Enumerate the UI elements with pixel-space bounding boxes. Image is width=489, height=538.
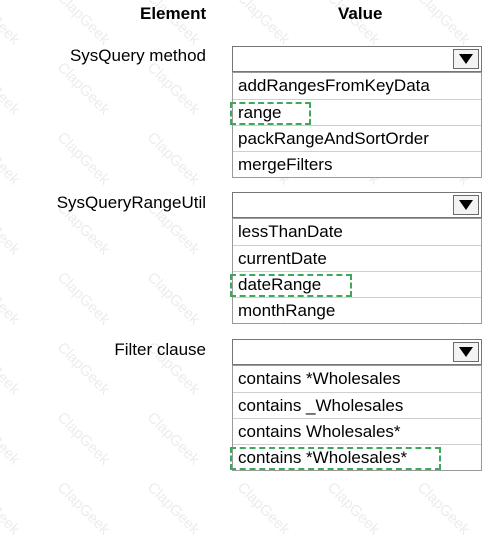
- watermark-text: ClapGeek: [53, 0, 113, 49]
- watermark-text: ClapGeek: [143, 128, 203, 189]
- option-monthrange[interactable]: monthRange: [233, 297, 481, 323]
- option-contains-star-wholesales[interactable]: contains *Wholesales: [238, 369, 401, 388]
- option-addrangesfromkeydata[interactable]: addRangesFromKeyData: [238, 76, 430, 95]
- watermark-text: ClapGeek: [53, 408, 113, 469]
- watermark-text: ClapGeek: [53, 268, 113, 329]
- sysquery-method-dropdown-button[interactable]: [453, 49, 479, 69]
- sysquery-method-options: addRangesFromKeyData range packRangeAndS…: [230, 72, 482, 178]
- sysqueryrangeutil-dropdown[interactable]: [232, 192, 482, 218]
- watermark-text: ClapGeek: [0, 128, 23, 189]
- watermark-text: ClapGeek: [413, 0, 473, 49]
- watermark-text: ClapGeek: [233, 478, 293, 538]
- watermark-text: ClapGeek: [0, 58, 23, 119]
- watermark-text: ClapGeek: [143, 478, 203, 538]
- watermark-text: ClapGeek: [143, 268, 203, 329]
- filter-clause-dropdown[interactable]: [232, 339, 482, 365]
- element-column-header: Element: [140, 4, 207, 23]
- watermark-text: ClapGeek: [53, 58, 113, 119]
- option-contains-wholesales-star[interactable]: contains Wholesales*: [233, 418, 481, 444]
- option-lessthandate[interactable]: lessThanDate: [238, 222, 343, 241]
- watermark-text: ClapGeek: [0, 338, 23, 399]
- sysquery-method-dropdown[interactable]: [232, 46, 482, 72]
- watermark-text: ClapGeek: [0, 0, 23, 49]
- option-contains-star-wholesales-star[interactable]: contains *Wholesales*: [230, 444, 481, 470]
- watermark-text: ClapGeek: [323, 478, 383, 538]
- watermark-text: ClapGeek: [0, 478, 23, 538]
- watermark-text: ClapGeek: [0, 268, 23, 329]
- option-contains-underscore-wholesales[interactable]: contains _Wholesales: [233, 392, 481, 418]
- filter-clause-dropdown-button[interactable]: [453, 342, 479, 362]
- watermark-text: ClapGeek: [233, 0, 293, 49]
- watermark-text: ClapGeek: [0, 198, 23, 259]
- option-range[interactable]: range: [230, 99, 481, 125]
- option-mergefilters[interactable]: mergeFilters: [233, 151, 481, 177]
- watermark-text: ClapGeek: [413, 478, 473, 538]
- sysqueryrangeutil-label: SysQueryRangeUtil: [56, 193, 206, 212]
- triangle-down-icon: [459, 200, 473, 210]
- watermark-text: ClapGeek: [143, 408, 203, 469]
- value-column-header: Value: [338, 4, 383, 23]
- watermark-text: ClapGeek: [53, 128, 113, 189]
- watermark-text: ClapGeek: [53, 478, 113, 538]
- triangle-down-icon: [459, 54, 473, 64]
- filter-clause-label: Filter clause: [114, 340, 206, 359]
- sysqueryrangeutil-dropdown-button[interactable]: [453, 195, 479, 215]
- sysquery-method-label: SysQuery method: [69, 46, 206, 65]
- option-currentdate[interactable]: currentDate: [233, 245, 481, 271]
- watermark-text: ClapGeek: [143, 58, 203, 119]
- option-packrangeandsortorder[interactable]: packRangeAndSortOrder: [233, 125, 481, 151]
- watermark-text: ClapGeek: [53, 338, 113, 399]
- filter-clause-options: contains *Wholesales contains _Wholesale…: [230, 365, 482, 471]
- sysqueryrangeutil-options: lessThanDate currentDate dateRange month…: [230, 218, 482, 324]
- option-daterange[interactable]: dateRange: [230, 271, 481, 297]
- triangle-down-icon: [459, 347, 473, 357]
- watermark-text: ClapGeek: [0, 408, 23, 469]
